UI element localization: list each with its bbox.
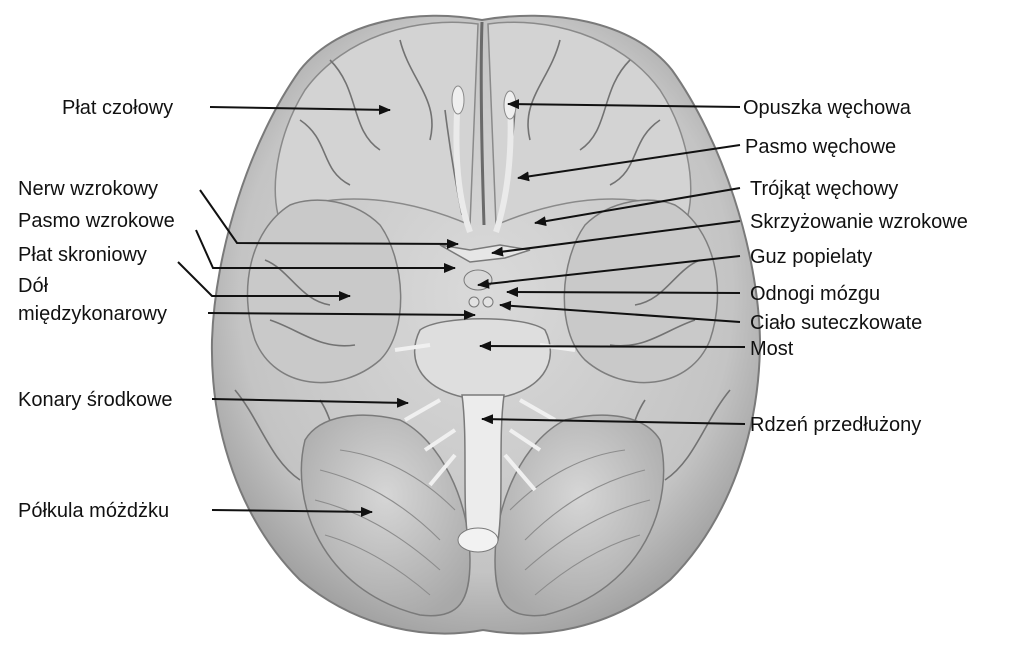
label-plat-czolowy: Płat czołowy <box>62 97 173 119</box>
right-frontal-lobe <box>487 21 692 227</box>
leader-pasmo-wzrokowe <box>195 229 456 273</box>
leader-plat-skroniowy <box>177 261 351 301</box>
label-dol-line2: międzykonarowy <box>18 303 167 325</box>
cerebellar-folia <box>314 449 651 596</box>
leader-polkula-mozdzku <box>211 506 373 517</box>
optic-chiasm <box>439 244 531 263</box>
label-trojkat-wechowy: Trójkąt węchowy <box>750 178 898 200</box>
label-skrzyzowanie-wzrokowe: Skrzyżowanie wzrokowe <box>750 211 968 233</box>
medulla-oblongata <box>461 394 505 541</box>
leader-skrzyzowanie-wzrokowe <box>491 220 741 257</box>
cerebellum-left <box>300 414 471 617</box>
leader-guz-popielaty <box>477 255 741 289</box>
label-dol-line1: Dół <box>18 275 49 297</box>
label-nerw-wzrokowy: Nerw wzrokowy <box>18 178 158 200</box>
label-polkula-mozdzku: Półkula móżdżku <box>18 500 169 522</box>
longitudinal-fissure <box>479 21 486 226</box>
leader-most <box>479 341 746 352</box>
label-pasmo-wzrokowe: Pasmo wzrokowe <box>18 210 175 232</box>
labels-right: Opuszka węchowa Pasmo węchowe Trójkąt wę… <box>743 97 968 436</box>
pons <box>413 318 552 401</box>
leader-konary-srodkowe <box>211 397 409 408</box>
mammillary-body-right <box>482 296 494 308</box>
leader-dol-miedzykonarowy <box>207 309 476 320</box>
leader-lines <box>177 99 746 517</box>
cerebellum-right <box>494 414 665 617</box>
label-konary-srodkowe: Konary środkowe <box>18 389 173 411</box>
leader-pasmo-wechowe <box>517 144 741 182</box>
left-temporal-lobe <box>246 199 402 384</box>
leader-opuszka-wechowa <box>507 99 741 110</box>
label-cialo-suteczkowate: Ciało suteczkowate <box>750 312 922 334</box>
leader-odnogi-mozgu <box>506 287 741 298</box>
leader-cialo-suteczkowate <box>499 300 741 323</box>
leader-rdzen-przedluzony <box>481 414 746 425</box>
leader-trojkat-wechowy <box>534 187 741 227</box>
label-opuszka-wechowa: Opuszka węchowa <box>743 97 912 119</box>
leader-plat-czolowy <box>209 104 391 115</box>
leader-nerw-wzrokowy <box>199 189 459 249</box>
left-frontal-lobe <box>274 21 479 227</box>
brain-illustration <box>210 14 762 635</box>
mammillary-body-left <box>468 296 480 308</box>
tuber-cinereum <box>463 269 493 291</box>
label-guz-popielaty: Guz popielaty <box>750 246 872 268</box>
labels-left: Płat czołowy Nerw wzrokowy Pasmo wzrokow… <box>18 97 175 522</box>
label-pasmo-wechowe: Pasmo węchowe <box>745 136 896 158</box>
label-most: Most <box>750 338 794 360</box>
olfactory-bulb-left <box>451 85 465 115</box>
spinal-cord-section <box>457 527 499 553</box>
label-rdzen-przedluzony: Rdzeń przedłużony <box>750 414 921 436</box>
label-odnogi-mozgu: Odnogi mózgu <box>750 283 880 305</box>
label-plat-skroniowy: Płat skroniowy <box>18 244 147 266</box>
